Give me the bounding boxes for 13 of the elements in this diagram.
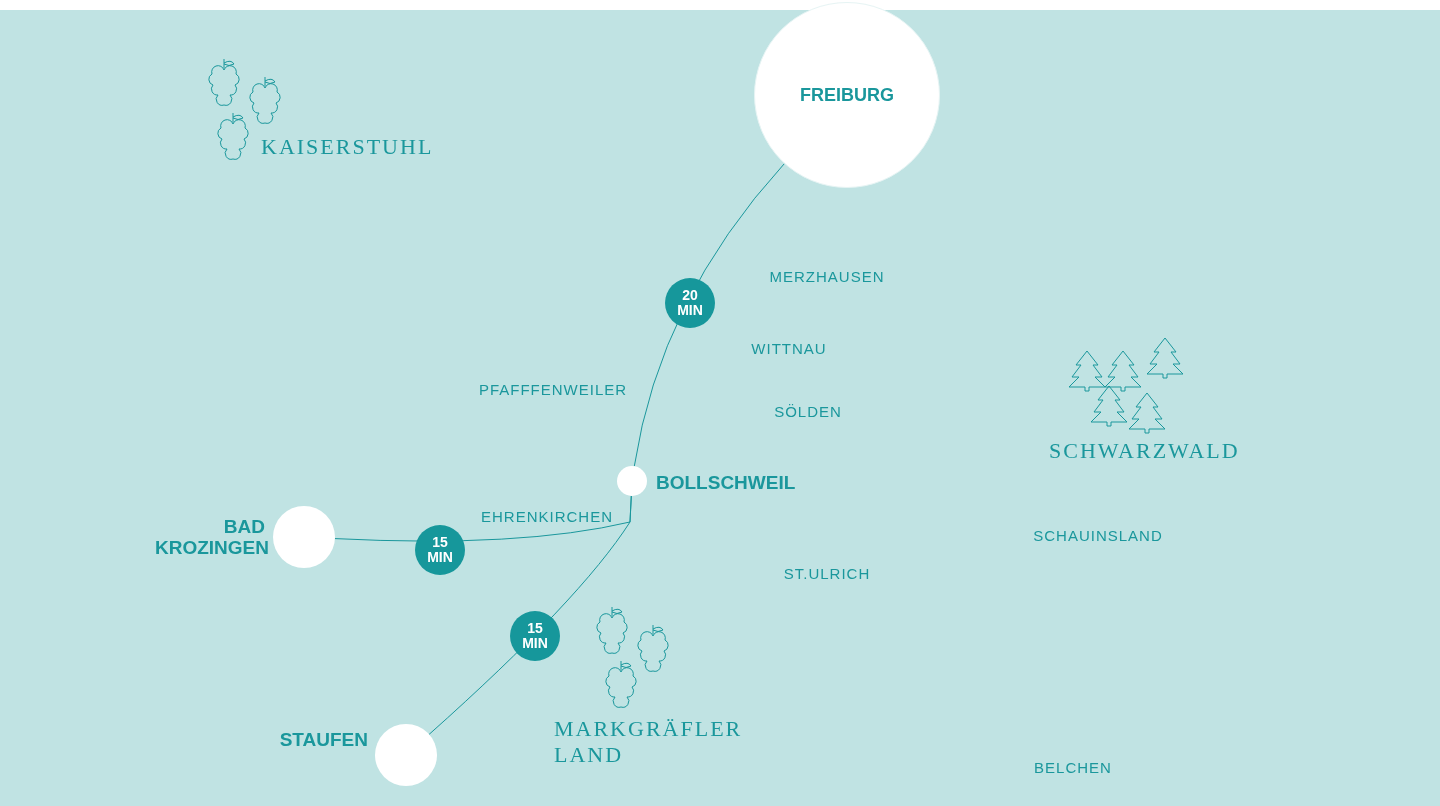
town-name: STAUFEN bbox=[278, 729, 368, 750]
place-name: SÖLDEN bbox=[774, 402, 842, 420]
place-name: SCHAUINSLAND bbox=[1033, 526, 1163, 544]
place-name: ST.ULRICH bbox=[783, 564, 871, 582]
place-name: MERZHAUSEN bbox=[769, 267, 885, 285]
place-name: PFAFFFENWEILER bbox=[478, 380, 628, 398]
region-name: SCHWARZWALD bbox=[1049, 438, 1240, 464]
town-name: BOLLSCHWEIL bbox=[656, 472, 796, 493]
place-name: WITTNAU bbox=[751, 339, 827, 357]
place-name: BELCHEN bbox=[1034, 758, 1112, 776]
place-name: EHRENKIRCHEN bbox=[481, 507, 613, 525]
region-name: MARKGRÄFLER LAND bbox=[554, 716, 739, 768]
region-name: KAISERSTUHL bbox=[261, 134, 434, 160]
